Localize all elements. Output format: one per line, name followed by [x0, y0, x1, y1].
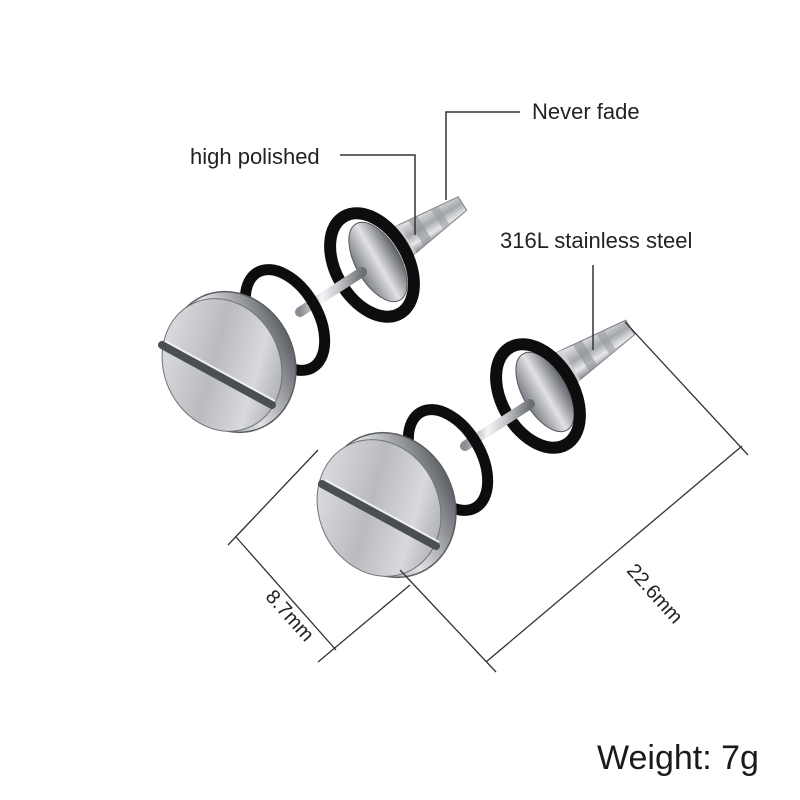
earring-upper	[158, 196, 468, 434]
dimension-length	[399, 321, 749, 673]
callout-never-fade: Never fade	[532, 99, 640, 124]
earring-lower	[316, 319, 636, 579]
callout-material: 316L stainless steel	[500, 228, 693, 253]
dimension-length-label: 22.6mm	[622, 560, 687, 628]
leader-high-polished	[340, 154, 416, 235]
dimension-diameter	[227, 449, 411, 663]
leader-never-fade	[445, 111, 520, 200]
dimension-diameter-label: 8.7mm	[261, 586, 318, 646]
callout-high-polished: high polished	[190, 144, 320, 169]
screw-head	[158, 290, 297, 434]
screw-head	[316, 431, 457, 579]
weight-label: Weight: 7g	[597, 739, 759, 777]
